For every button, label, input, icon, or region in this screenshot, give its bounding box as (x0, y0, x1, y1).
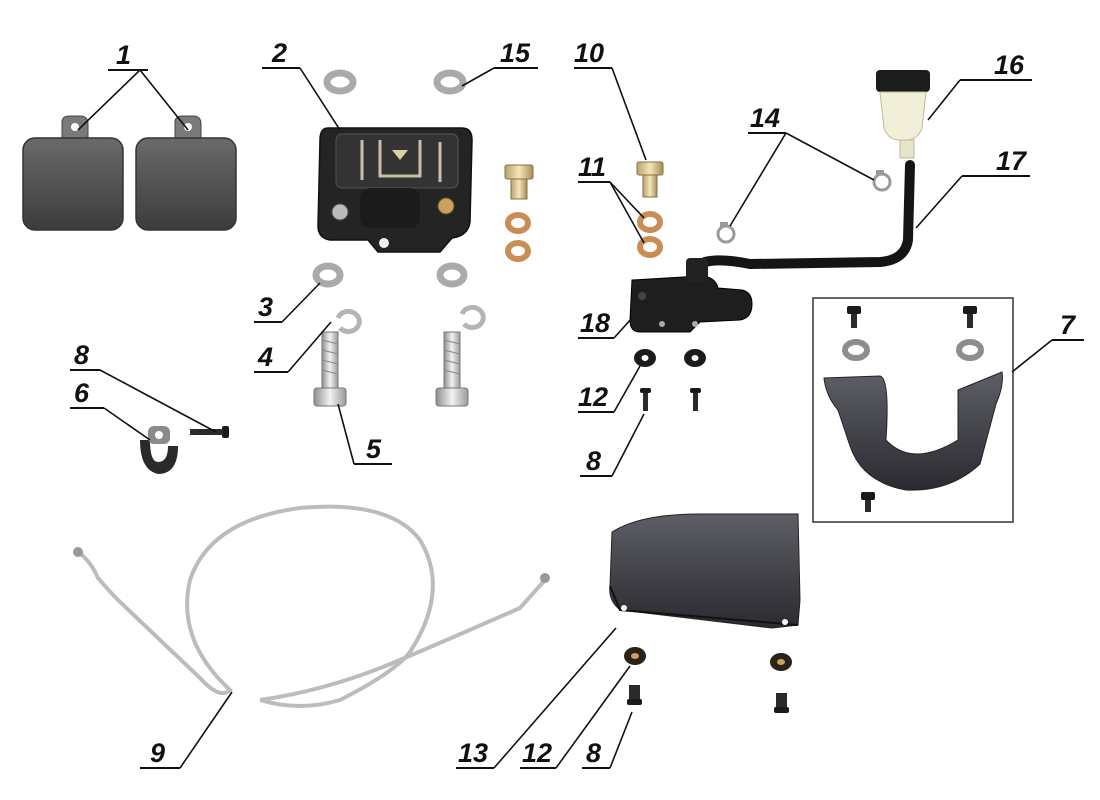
split-washer-left (335, 308, 362, 334)
cable-clip (140, 426, 178, 474)
callout-2: 2 (271, 38, 287, 68)
screw-upper-right (690, 388, 701, 411)
washer-15-left (323, 69, 357, 95)
callout-14: 14 (750, 103, 780, 133)
copper-washer-caliper-2 (505, 240, 531, 262)
brake-pad-right (135, 115, 237, 231)
guard-screw-left (847, 306, 861, 328)
banjo-bolt (636, 161, 664, 198)
callout-3: 3 (258, 292, 273, 322)
rubber-washer-upper-left (634, 349, 656, 367)
caliper-bolt-right (435, 331, 469, 407)
callout-8-clip: 8 (74, 340, 89, 370)
screw-upper-left (640, 388, 651, 411)
brake-pad-left (22, 115, 124, 231)
master-cylinder (629, 258, 753, 333)
screw-lower-right (774, 693, 789, 713)
leader-lines (70, 67, 1084, 769)
callout-1: 1 (116, 40, 131, 70)
screw-lower-left (627, 685, 642, 705)
callout-6: 6 (74, 378, 90, 408)
clip-screw (190, 426, 229, 438)
washer-15-right (433, 69, 467, 95)
guard-washer-left (842, 339, 870, 361)
callout-17: 17 (996, 146, 1028, 176)
banjo-bolt-caliper (504, 164, 534, 200)
callout-5: 5 (366, 434, 382, 464)
callout-4: 4 (257, 342, 273, 372)
callout-10: 10 (574, 38, 604, 68)
copper-washer-caliper-1 (505, 212, 531, 234)
callout-13: 13 (458, 738, 488, 768)
hose-clamp-right (872, 170, 892, 192)
split-washer-right (459, 304, 486, 330)
copper-washer-2 (637, 236, 663, 258)
callout-7: 7 (1060, 310, 1077, 340)
rubber-washer-lower-left (624, 647, 646, 665)
brake-caliper (317, 127, 473, 253)
heel-guard-plate (609, 513, 801, 629)
braided-brake-hose (73, 504, 550, 708)
hose-clamp-left (716, 222, 736, 244)
callout-8-plate: 8 (586, 738, 601, 768)
callout-18: 18 (580, 308, 610, 338)
reservoir-hose (700, 160, 915, 270)
callout-12-master: 12 (578, 382, 608, 412)
guard-washer-right (956, 339, 984, 361)
rubber-washer-upper-right (684, 349, 706, 367)
callout-16: 16 (994, 50, 1025, 80)
callout-15: 15 (500, 38, 531, 68)
callout-12-plate: 12 (522, 738, 552, 768)
fluid-reservoir (876, 70, 930, 159)
copper-washer-1 (637, 211, 663, 233)
washer-3-right (436, 262, 468, 288)
guard-screw-right (963, 306, 977, 328)
guard-bracket (823, 371, 1003, 491)
callout-9: 9 (150, 738, 165, 768)
callout-8-master: 8 (586, 446, 601, 476)
washer-3-left (312, 262, 344, 288)
rubber-washer-lower-right (770, 653, 792, 671)
callout-11: 11 (578, 152, 606, 182)
guard-screw-bottom (861, 492, 875, 512)
caliper-bolt-left (313, 331, 347, 407)
